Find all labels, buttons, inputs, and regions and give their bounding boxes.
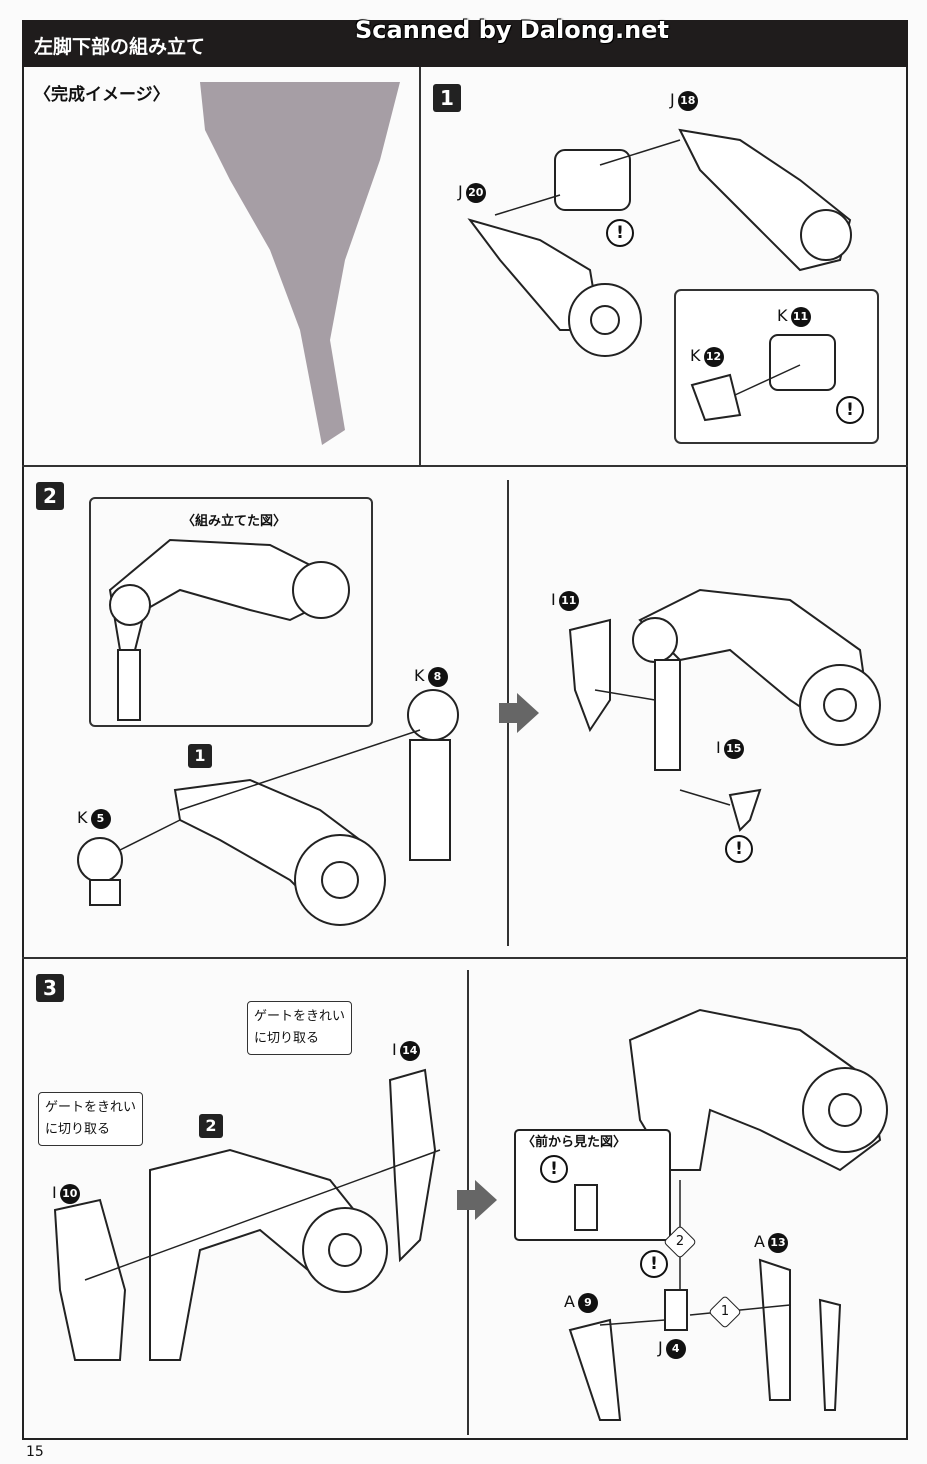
completed-image-caption: 〈完成イメージ〉 — [34, 85, 170, 105]
section-header — [22, 20, 908, 67]
part-k8 — [407, 689, 459, 741]
part-k8-body — [409, 739, 451, 861]
step-ref-2: 2 — [199, 1114, 223, 1138]
part-i15 — [728, 788, 762, 832]
assembled-view-box — [89, 497, 373, 727]
part-i11 — [568, 618, 611, 733]
page-number: 15 — [26, 1444, 44, 1460]
warning-icon: ! — [725, 835, 753, 863]
part-k11 — [769, 334, 836, 391]
warning-icon: ! — [640, 1250, 668, 1278]
part-a9 — [568, 1318, 622, 1421]
step-number-1: 1 — [433, 84, 461, 112]
warning-icon: ! — [836, 396, 864, 424]
front-view-caption: 〈前から見た図〉 — [522, 1135, 627, 1150]
warning-icon: ! — [606, 219, 634, 247]
scan-watermark: Scanned by Dalong.net — [355, 16, 669, 44]
divider — [22, 465, 908, 467]
part-j4 — [664, 1289, 688, 1331]
part-k12 — [690, 373, 742, 422]
section-title: 左脚下部の組み立て — [34, 36, 206, 58]
gate-note: ゲートをきれいに切り取る — [38, 1092, 144, 1146]
part-k5 — [77, 837, 123, 883]
step-number-3: 3 — [36, 974, 64, 1002]
step-ref-1: 1 — [188, 744, 212, 768]
part-a13 — [758, 1258, 791, 1401]
part-k11-assembly — [554, 149, 631, 211]
next-arrow-icon — [499, 693, 539, 733]
part-i14 — [388, 1068, 437, 1263]
divider — [22, 957, 908, 959]
assembled-view-caption: 〈組み立てた図〉 — [182, 514, 287, 529]
warning-icon: ! — [540, 1155, 568, 1183]
divider — [419, 67, 421, 467]
next-arrow-icon — [457, 1180, 497, 1220]
part-j18-wheel — [800, 209, 852, 261]
gate-note: ゲートをきれいに切り取る — [247, 1001, 353, 1055]
part-i10 — [53, 1198, 127, 1361]
completed-figure-image — [200, 82, 400, 445]
step-number-2: 2 — [36, 482, 64, 510]
